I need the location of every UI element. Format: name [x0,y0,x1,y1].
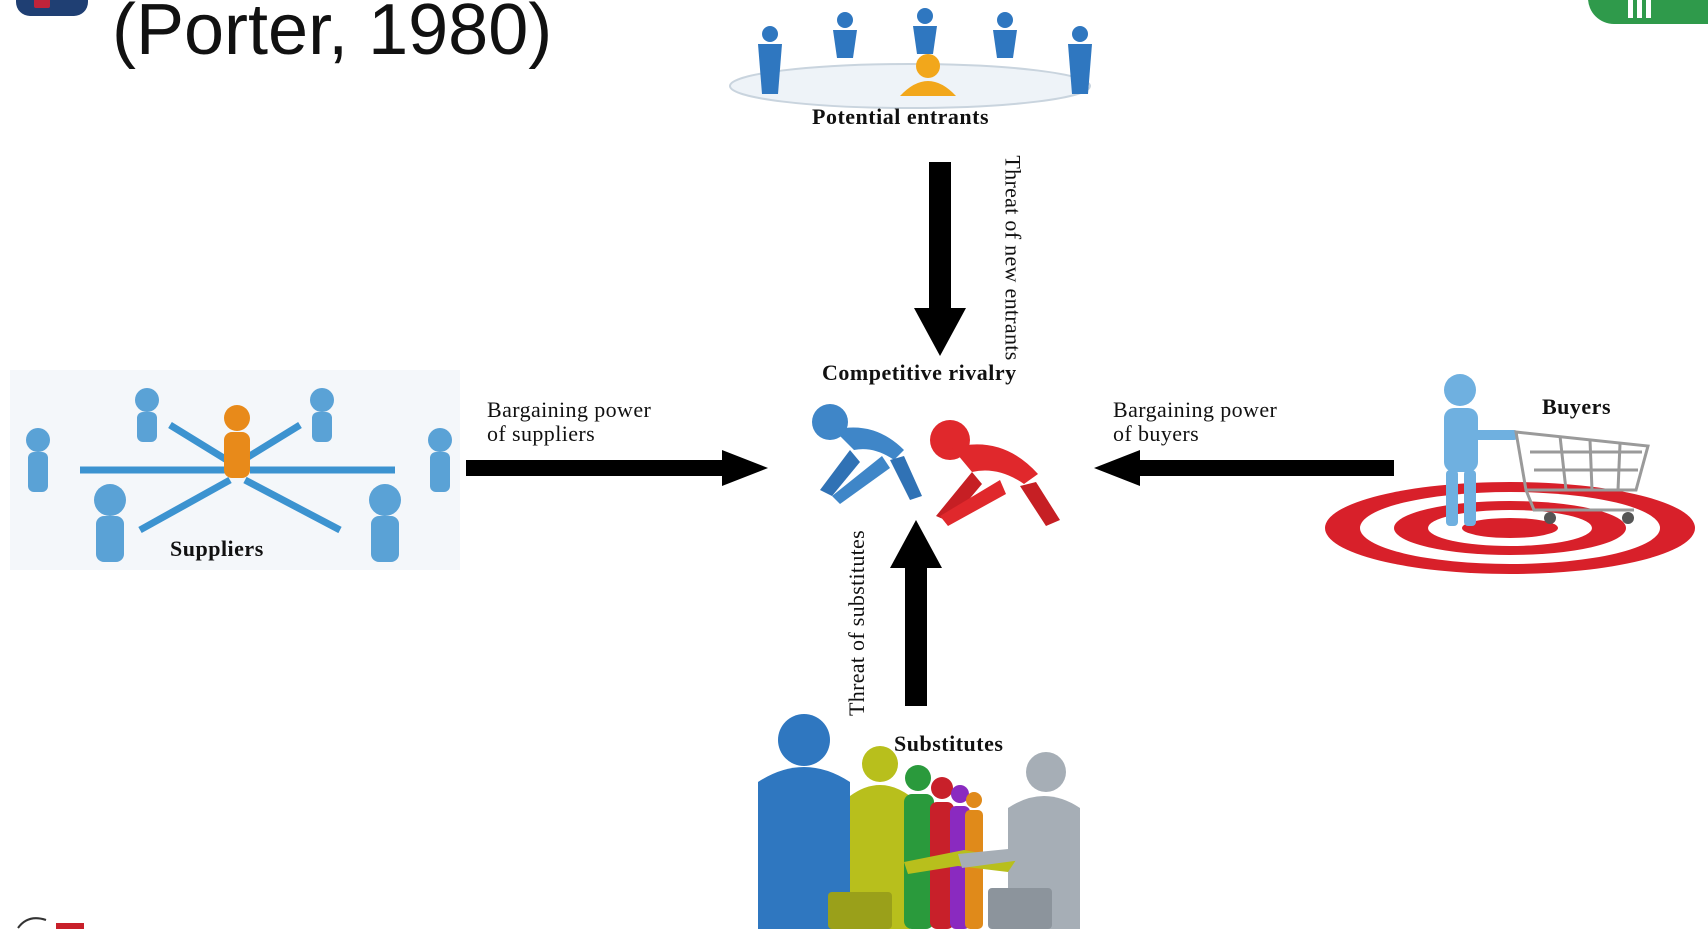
left-logo-emblem [34,0,50,8]
buyers-target-cart-icon [1325,374,1695,574]
label-supplier-power: Bargaining power of suppliers [487,397,652,446]
label-threat-substitutes: Threat of substitutes [843,530,869,716]
right-logo-bars [1628,0,1658,18]
slide-title: (Porter, 1980) [112,0,553,70]
footer-logo-icon [17,917,84,929]
target-icon [1325,482,1695,574]
node-suppliers: Suppliers [170,536,264,561]
suppliers-network-icon [10,370,460,570]
arrow-substitutes [890,520,942,706]
label-threat-new-entrants: Threat of new entrants [1000,155,1026,361]
handshake-icon [758,714,1080,929]
node-buyers: Buyers [1542,394,1611,419]
label-buyer-power: Bargaining power of buyers [1113,397,1278,446]
arrow-buyer-power [1094,450,1394,486]
node-substitutes: Substitutes [894,731,1004,756]
node-competitive-rivalry: Competitive rivalry [822,360,1017,385]
shopping-cart-icon [1514,430,1650,512]
potential-entrants-icon [729,8,1092,109]
left-logo [16,0,88,16]
node-potential-entrants: Potential entrants [812,104,990,129]
rivalry-runners-icon [812,404,1060,526]
arrow-new-entrants [914,162,966,356]
arrow-supplier-power [466,450,768,486]
